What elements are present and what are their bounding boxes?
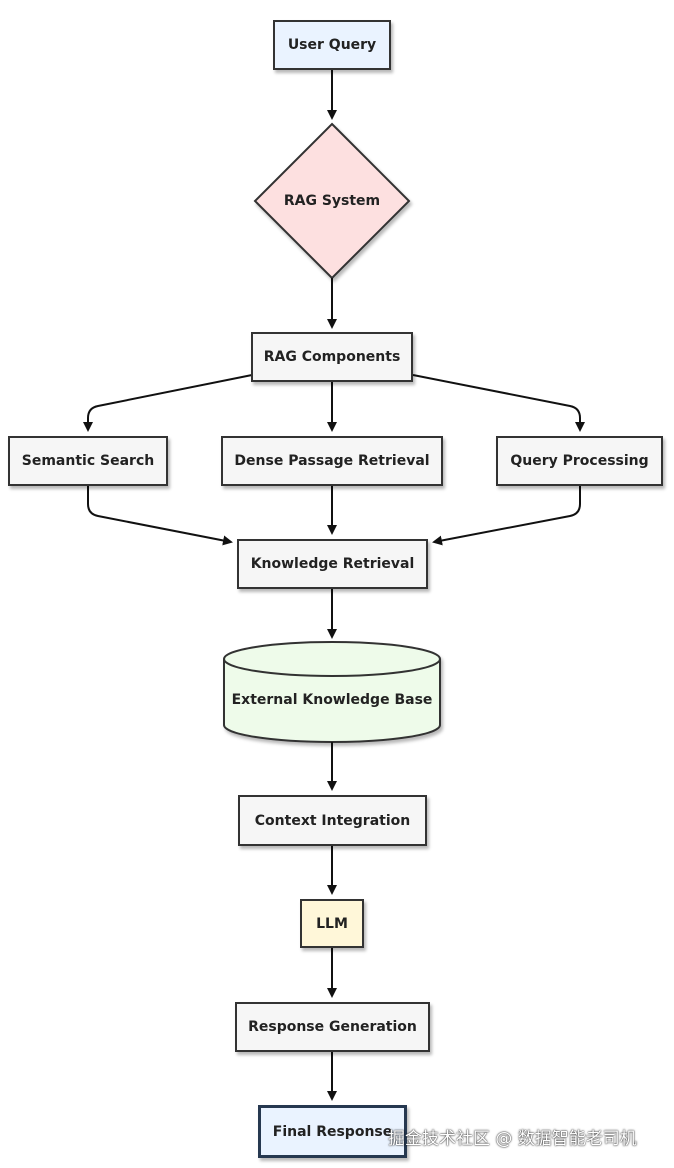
- watermark: 掘金技术社区 @ 数据智能老司机: [388, 1129, 637, 1149]
- node-knowledge-retrieval-label: Knowledge Retrieval: [250, 556, 415, 572]
- knowledge-base-label: External Knowledge Base: [231, 692, 433, 708]
- rag-system-label: RAG System: [283, 193, 381, 209]
- node-context-integration-label: Context Integration: [254, 812, 411, 829]
- node-semantic-search: Semantic Search: [8, 436, 168, 486]
- node-final-response-label: Final Response: [272, 1123, 393, 1140]
- edge-components-to-query-processing: [412, 374, 585, 432]
- edge-query-processing-to-knowledge-retrieval: [432, 486, 581, 546]
- node-final-response: Final Response: [258, 1105, 407, 1158]
- edge-semantic-search-to-knowledge-retrieval: [87, 486, 233, 546]
- node-llm: LLM: [300, 899, 364, 948]
- node-rag-components-label: RAG Components: [263, 349, 401, 365]
- node-knowledge-retrieval: Knowledge Retrieval: [237, 539, 428, 589]
- node-dense-passage-retrieval: Dense Passage Retrieval: [221, 436, 443, 486]
- node-query-processing-label: Query Processing: [510, 453, 649, 469]
- node-response-generation: Response Generation: [235, 1002, 430, 1052]
- node-user-query-label: User Query: [287, 37, 377, 53]
- knowledge-base-cylinder: [223, 641, 441, 743]
- node-response-generation-label: Response Generation: [248, 1019, 417, 1035]
- edge-components-to-semantic-search: [83, 374, 253, 432]
- node-context-integration: Context Integration: [238, 795, 427, 846]
- node-dense-passage-retrieval-label: Dense Passage Retrieval: [234, 453, 430, 469]
- node-llm-label: LLM: [316, 915, 348, 932]
- node-rag-components: RAG Components: [251, 332, 413, 382]
- node-user-query: User Query: [273, 20, 391, 70]
- node-query-processing: Query Processing: [496, 436, 663, 486]
- node-semantic-search-label: Semantic Search: [21, 453, 155, 469]
